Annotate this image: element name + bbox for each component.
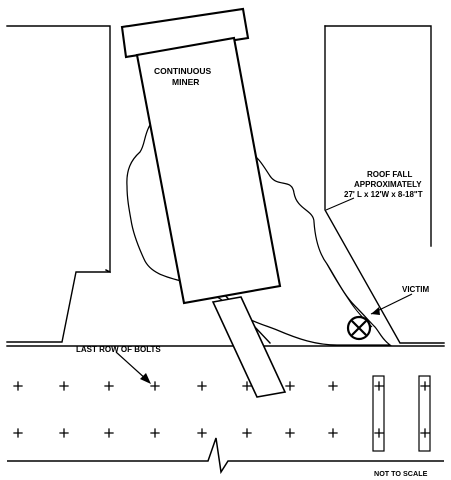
roof-fall-label-line1: ROOF FALL xyxy=(367,170,412,179)
miner-label-line2: MINER xyxy=(172,77,199,87)
left-rib-wall xyxy=(6,25,111,274)
right-crosscut-wall xyxy=(324,25,445,344)
miner-cutting-head xyxy=(120,7,250,59)
plus-icon xyxy=(285,381,295,391)
miner-body xyxy=(135,36,282,305)
roof-bolt-grid xyxy=(13,381,430,438)
plus-icon xyxy=(285,428,295,438)
plus-icon xyxy=(242,428,252,438)
right-rib-wall xyxy=(324,25,432,247)
plus-icon xyxy=(420,381,430,391)
continuous-miner xyxy=(120,7,287,398)
miner-label-line1: CONTINUOUS xyxy=(154,66,211,76)
plus-icon xyxy=(104,381,114,391)
last-row-label: LAST ROW OF BOLTS xyxy=(76,345,161,354)
plus-icon xyxy=(420,428,430,438)
plus-icon xyxy=(13,428,23,438)
left-crosscut-wall xyxy=(6,271,111,343)
victim-label: VICTIM xyxy=(402,285,429,294)
victim-leader-arrowhead xyxy=(371,307,380,315)
last-row-arrowhead xyxy=(140,373,151,384)
plus-icon xyxy=(13,381,23,391)
roof-fall-label-line3: 27' L x 12'W x 8-18"T xyxy=(344,190,423,199)
plus-icon xyxy=(150,428,160,438)
plus-icon xyxy=(104,428,114,438)
roof-fall-leader xyxy=(325,197,355,211)
plus-icon xyxy=(328,381,338,391)
bolt-post-left xyxy=(372,375,385,452)
roof-bolt-posts xyxy=(372,375,431,452)
plus-icon xyxy=(59,381,69,391)
roof-fall-label-line2: APPROXIMATELY xyxy=(354,180,422,189)
plus-icon xyxy=(59,428,69,438)
plus-icon xyxy=(150,381,160,391)
miner-conveyor-tail xyxy=(211,296,287,398)
victim-marker xyxy=(346,315,372,341)
plus-icon xyxy=(374,428,384,438)
plus-icon xyxy=(242,381,252,391)
victim-x-mark xyxy=(351,320,367,336)
plus-icon xyxy=(328,428,338,438)
scale-note: NOT TO SCALE xyxy=(374,469,428,478)
bottom-break-line xyxy=(7,437,444,475)
plus-icon xyxy=(197,428,207,438)
last-row-arrow-line xyxy=(115,351,148,381)
plus-icon xyxy=(374,381,384,391)
plus-icon xyxy=(197,381,207,391)
bolt-post-right xyxy=(418,375,431,452)
